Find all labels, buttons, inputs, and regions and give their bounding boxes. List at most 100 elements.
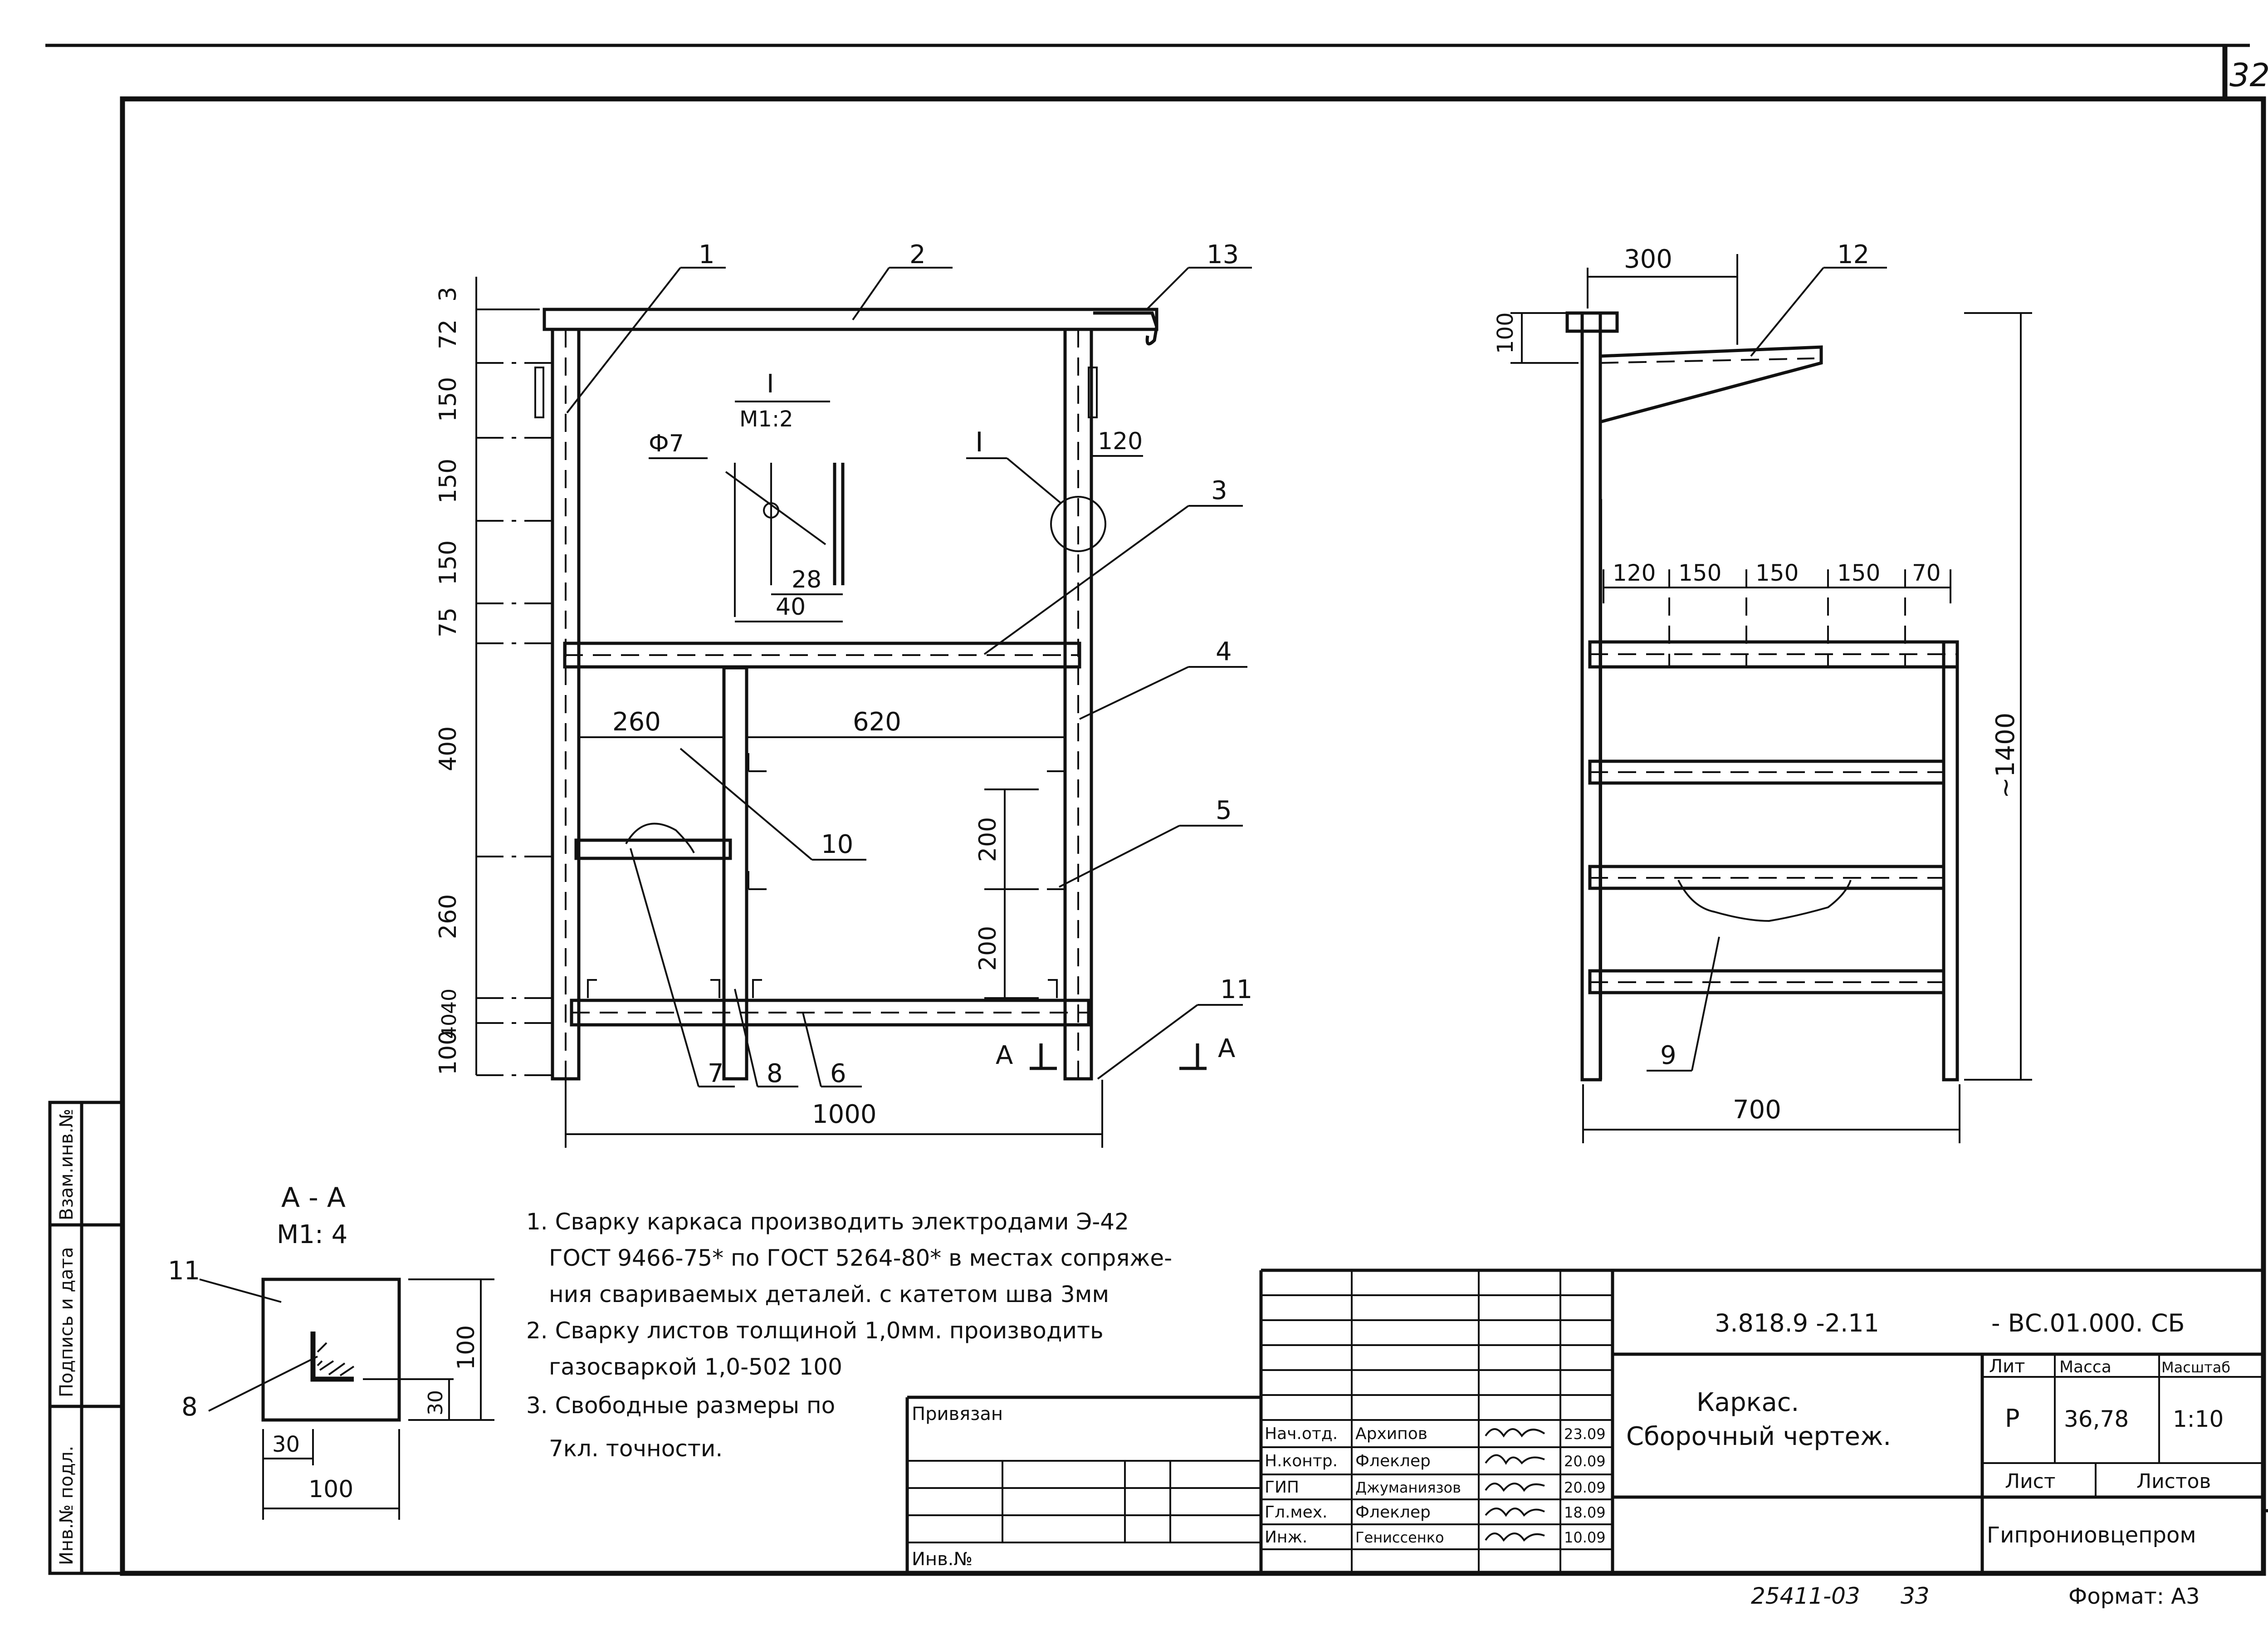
detail-i: I М1:2 Ф7 28 40 xyxy=(649,369,845,622)
section-mark-right: А xyxy=(1218,1034,1235,1063)
scale-label: Масштаб xyxy=(2161,1359,2230,1376)
sheet-footer: 25411-03 33 Формат: А3 xyxy=(1751,1583,2200,1609)
sig-role-3: ГИП xyxy=(1265,1478,1299,1497)
sig-name-4: Флеклер xyxy=(1355,1503,1431,1522)
archive-number: 25411-03 xyxy=(1751,1583,1860,1609)
vdim-72: 72 xyxy=(435,319,462,349)
side-dim-1400: ~1400 xyxy=(1991,713,2020,798)
side-label-inv-podl: Инв.№ подл. xyxy=(56,1446,77,1565)
side-view: 300 100 700 ~1400 120 150 150 150 70 12 … xyxy=(1493,240,2032,1143)
vdim-260: 260 xyxy=(435,894,462,939)
detail-i-title: I xyxy=(767,369,774,399)
drawing-title-1: Каркас. xyxy=(1696,1388,1799,1417)
doc-code-1: 3.818.9 -2.11 xyxy=(1715,1309,1879,1337)
sheet-format: Формат: А3 xyxy=(2068,1584,2200,1609)
note-line-5: газосваркой 1,0-502 100 xyxy=(549,1354,842,1380)
vdim-75: 75 xyxy=(435,607,462,637)
sig-role-5: Инж. xyxy=(1265,1528,1307,1547)
vdim-40-b: 40 xyxy=(438,1013,461,1039)
dim-620: 620 xyxy=(853,707,901,737)
pos-11: 11 xyxy=(1220,975,1252,1004)
vdim-150-a: 150 xyxy=(435,377,462,422)
side-dim-100: 100 xyxy=(1493,312,1518,354)
section-aa-pos-8: 8 xyxy=(181,1392,198,1422)
pos-10: 10 xyxy=(821,830,853,859)
note-line-4: 2. Сварку листов толщиной 1,0мм. произво… xyxy=(526,1317,1104,1344)
side-label-signature-date: Подпись и дата xyxy=(56,1247,77,1397)
side-label-vzam: Взам.инв.№ xyxy=(56,1109,77,1220)
detail-i-dia: Ф7 xyxy=(649,430,684,457)
vertical-dims: 3 72 150 150 150 75 400 260 40 40 100 xyxy=(435,277,1098,1076)
vdim-150-c: 150 xyxy=(435,540,462,585)
section-aa-dim-30-right: 30 xyxy=(424,1390,447,1415)
side-hdim-120: 120 xyxy=(1613,560,1656,586)
side-dim-300: 300 xyxy=(1624,245,1672,274)
side-hdim-150-a: 150 xyxy=(1678,560,1721,586)
stage-value: Р xyxy=(2005,1404,2020,1433)
sig-name-5: Гениссенко xyxy=(1355,1529,1444,1546)
dim-200-b: 200 xyxy=(974,926,1002,971)
pos-3: 3 xyxy=(1211,476,1227,505)
sig-date-5: 10.09 xyxy=(1564,1529,1606,1546)
sig-date-4: 18.09 xyxy=(1564,1504,1606,1521)
side-hdim-70: 70 xyxy=(1912,560,1941,586)
note-line-3: ния свариваемых деталей. с катетом шва 3… xyxy=(549,1281,1109,1307)
sig-date-1: 23.09 xyxy=(1564,1425,1606,1443)
section-aa-dim-100-bottom: 100 xyxy=(308,1476,353,1503)
pos-4: 4 xyxy=(1216,637,1232,666)
position-leaders: 1 2 3 4 5 6 7 8 10 11 13 xyxy=(566,240,1252,1088)
doc-code-2: - ВС.01.000. СБ xyxy=(1991,1309,2185,1337)
section-marks: А А xyxy=(996,1034,1235,1070)
sig-role-4: Гл.мех. xyxy=(1265,1503,1327,1522)
sig-name-2: Флеклер xyxy=(1355,1452,1431,1470)
vdim-400: 400 xyxy=(435,726,462,771)
side-dim-700: 700 xyxy=(1733,1095,1781,1125)
stage-label: Лит xyxy=(1989,1356,2025,1377)
section-aa-dim-100-right: 100 xyxy=(453,1325,480,1370)
side-pos-12: 12 xyxy=(1837,240,1869,269)
sig-date-3: 20.09 xyxy=(1564,1479,1606,1496)
dim-200-a: 200 xyxy=(974,817,1002,862)
side-hdim-150-c: 150 xyxy=(1837,560,1880,586)
front-view: I 3 72 150 150 150 75 400 260 40 40 100 xyxy=(435,240,1252,1148)
title-block: Нач.отд. Архипов 23.09 Н.контр. Флеклер … xyxy=(905,1268,2263,1573)
pos-1: 1 xyxy=(699,240,715,269)
detail-i-callout xyxy=(1050,496,1106,552)
sig-name-3: Джуманиязов xyxy=(1355,1479,1461,1496)
note-line-1: 1. Сварку каркаса производить электродам… xyxy=(526,1209,1129,1235)
section-aa: А - А М1: 4 100 30 100 30 11 8 xyxy=(168,1182,494,1520)
mass-label: Масса xyxy=(2059,1358,2112,1376)
detail-i-dim-28: 28 xyxy=(792,566,821,593)
pos-13: 13 xyxy=(1207,240,1239,269)
sig-name-1: Архипов xyxy=(1355,1425,1427,1443)
vdim-3: 3 xyxy=(435,287,462,302)
pos-8: 8 xyxy=(767,1059,783,1088)
dim-1000: 1000 xyxy=(812,1100,877,1129)
dim-260: 260 xyxy=(612,707,661,737)
vdim-40-a: 40 xyxy=(438,989,461,1014)
detail-i-dim-40: 40 xyxy=(776,593,806,621)
pos-6: 6 xyxy=(830,1059,846,1088)
inv-no-label: Инв.№ xyxy=(912,1549,973,1570)
note-line-7: 7кл. точности. xyxy=(549,1435,723,1462)
sheet-frame: 32 xyxy=(45,44,2268,1576)
section-aa-title: А - А xyxy=(281,1182,346,1214)
drawing-title-2: Сборочный чертеж. xyxy=(1626,1422,1891,1451)
detail-i-scale: М1:2 xyxy=(739,406,793,432)
mass-value: 36,78 xyxy=(2064,1406,2129,1432)
section-aa-pos-11: 11 xyxy=(168,1256,200,1286)
sig-role-2: Н.контр. xyxy=(1265,1452,1338,1470)
privyazan-label: Привязан xyxy=(912,1404,1003,1425)
note-line-2: ГОСТ 9466-75* по ГОСТ 5264-80* в местах … xyxy=(549,1245,1172,1271)
note-line-6: 3. Свободные размеры по xyxy=(526,1392,835,1419)
sheet-label: Лист xyxy=(2005,1470,2056,1493)
scale-value: 1:10 xyxy=(2173,1406,2224,1432)
label-detail-i: I xyxy=(975,426,983,458)
side-hdim-150-b: 150 xyxy=(1755,560,1799,586)
side-pos-9: 9 xyxy=(1660,1041,1677,1070)
vdim-150-b: 150 xyxy=(435,459,462,504)
technical-notes: 1. Сварку каркаса производить электродам… xyxy=(526,1209,1172,1462)
archive-page: 33 xyxy=(1901,1583,1930,1609)
side-stamp: Инв.№ подл. Подпись и дата Взам.инв.№ xyxy=(48,1101,124,1575)
